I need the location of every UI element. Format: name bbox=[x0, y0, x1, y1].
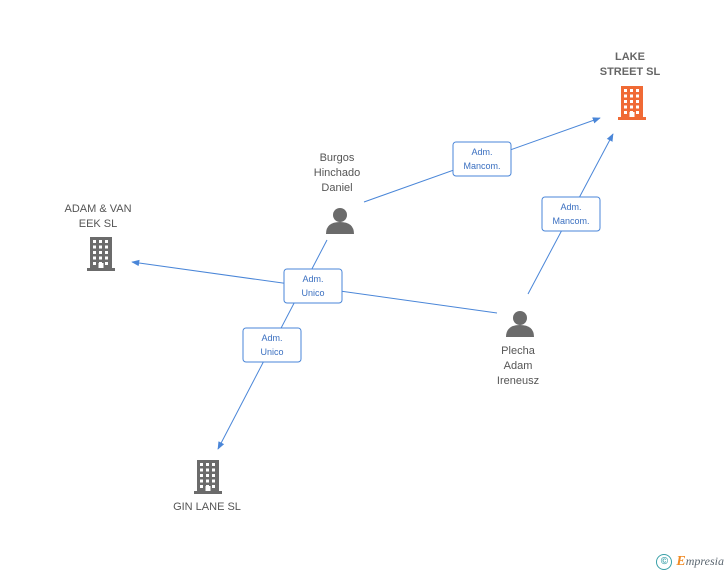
edge-label-box bbox=[541, 196, 601, 232]
brand-rest: mpresia bbox=[685, 554, 724, 568]
copyright-icon: © bbox=[656, 554, 673, 570]
node-label: ADAM & VAN bbox=[64, 203, 131, 215]
node-label: Daniel bbox=[321, 182, 352, 194]
edge-label-box bbox=[283, 268, 343, 304]
nodes-layer: LAKE STREET SL ADAM & VAN EEK SL GIN LANE SL… bbox=[64, 51, 660, 513]
node-label: EEK SL bbox=[79, 218, 118, 230]
edge-label-text: Adm. bbox=[471, 147, 492, 157]
edge-label-text: Adm. bbox=[261, 333, 282, 343]
person-icon bbox=[326, 208, 354, 234]
edges-layer bbox=[131, 117, 614, 450]
node-adam[interactable]: ADAM & VAN EEK SL bbox=[64, 203, 132, 271]
building-icon bbox=[87, 237, 115, 271]
node-label: STREET SL bbox=[600, 66, 661, 78]
node-label: Burgos bbox=[320, 152, 355, 164]
edge-label-text: Adm. bbox=[302, 274, 323, 284]
edge-label-text: Adm. bbox=[560, 202, 581, 212]
edge-label-text: Mancom. bbox=[552, 216, 589, 226]
edge-label-text: Unico bbox=[301, 288, 324, 298]
node-label: Adam bbox=[504, 360, 533, 372]
building-icon bbox=[618, 86, 646, 120]
edge-label-box bbox=[452, 141, 512, 177]
node-label: LAKE bbox=[615, 51, 645, 63]
node-label: GIN LANE SL bbox=[173, 501, 241, 513]
edge-label-e4[interactable]: Adm. Unico bbox=[242, 327, 302, 363]
node-gin[interactable]: GIN LANE SL bbox=[173, 460, 241, 513]
edge-label-e3[interactable]: Adm. Unico bbox=[283, 268, 343, 304]
edge-label-e1[interactable]: Adm. Mancom. bbox=[452, 141, 512, 177]
brand-initial: E bbox=[676, 554, 686, 569]
node-label: Hinchado bbox=[314, 167, 360, 179]
edge-label-e2[interactable]: Adm. Mancom. bbox=[541, 196, 601, 232]
edge-label-text: Unico bbox=[260, 347, 283, 357]
node-label: Ireneusz bbox=[497, 375, 539, 387]
edge-label-text: Mancom. bbox=[463, 161, 500, 171]
node-label: Plecha bbox=[501, 345, 536, 357]
building-icon bbox=[194, 460, 222, 494]
person-icon bbox=[506, 311, 534, 337]
footer-brand: © Empresia bbox=[656, 553, 724, 571]
node-lake[interactable]: LAKE STREET SL bbox=[600, 51, 661, 120]
empresia-logo[interactable]: Empresia bbox=[676, 554, 724, 570]
edge-label-box bbox=[242, 327, 302, 363]
